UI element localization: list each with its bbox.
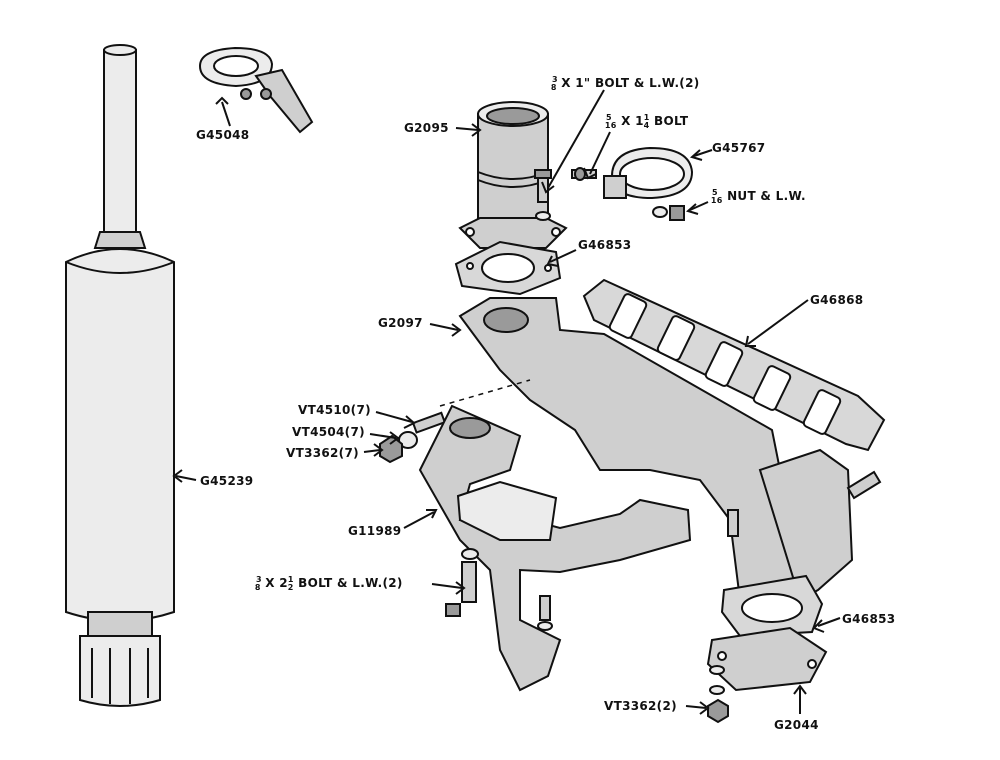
bolt-3-8x1 <box>534 169 552 221</box>
label-g2097: G2097 <box>378 316 423 330</box>
label-bolt-5-16x1-1-4: 516 X 114 BOLT <box>604 113 689 130</box>
label-bolt-3-8x1: 38 X 1" BOLT & L.W.(2) <box>550 75 700 92</box>
frac-num-q: 1 <box>643 113 650 122</box>
frac-num: 3 <box>256 575 262 584</box>
label-vt3362-7: VT3362(7) <box>286 446 359 460</box>
manifold-g2097 <box>458 297 882 638</box>
label-vt4504: VT4504(7) <box>292 425 365 439</box>
label-nut-rest: NUT & L.W. <box>722 189 806 203</box>
frac-num: 5 <box>606 113 612 122</box>
label-bolt-2h-x: X 2 <box>260 576 288 590</box>
fasteners-vt4510-set <box>379 411 447 464</box>
label-g45767: G45767 <box>712 141 766 155</box>
frac-num-h: 1 <box>287 575 294 584</box>
leader-lines <box>172 89 841 715</box>
label-g45048: G45048 <box>196 128 250 142</box>
gasket-g46868 <box>582 278 886 452</box>
label-bolt-5-16-rest: BOLT <box>649 114 689 128</box>
stud-3-8x2-1-2 <box>445 548 479 617</box>
frac-den-h: 2 <box>287 583 294 592</box>
frac-den: 8 <box>550 83 557 92</box>
label-bolt-3-8x1-rest: BOLT & L.W.(2) <box>590 76 700 90</box>
frac-den-q: 4 <box>643 121 650 130</box>
label-vt3362-2: VT3362(2) <box>604 699 677 713</box>
label-g2095: G2095 <box>404 121 449 135</box>
label-nut-5-16: 516 NUT & L.W. <box>710 188 806 205</box>
muffler-g45239 <box>65 44 175 707</box>
label-g46868: G46868 <box>810 293 864 307</box>
label-g2044: G2044 <box>774 718 819 732</box>
label-g11989: G11989 <box>348 524 402 538</box>
clamp-g45048 <box>198 46 314 134</box>
pipe-g2095 <box>458 101 568 249</box>
manifold-g11989 <box>418 404 692 692</box>
label-g45239: G45239 <box>200 474 254 488</box>
frac-den: 16 <box>710 196 723 205</box>
label-bolt-3-8x1-in: " <box>583 76 591 90</box>
frac-den: 8 <box>254 583 261 592</box>
cover-plate-g2044 <box>706 626 828 724</box>
label-vt4510: VT4510(7) <box>298 403 371 417</box>
gasket-g46853-top <box>454 240 562 296</box>
label-bolt-3-8x1-x: X 1 <box>556 76 584 90</box>
frac-num: 3 <box>552 75 558 84</box>
label-bolt-3-8x2-1-2: 38 X 212 BOLT & L.W.(2) <box>254 575 403 592</box>
frac-den: 16 <box>604 121 617 130</box>
label-g46853-bottom: G46853 <box>842 612 896 626</box>
label-g46853-top: G46853 <box>578 238 632 252</box>
label-bolt-5-16-x: X 1 <box>616 114 644 128</box>
label-bolt-2h-rest: BOLT & L.W.(2) <box>293 576 403 590</box>
clamp-g45767 <box>571 146 694 221</box>
frac-num: 5 <box>712 188 718 197</box>
